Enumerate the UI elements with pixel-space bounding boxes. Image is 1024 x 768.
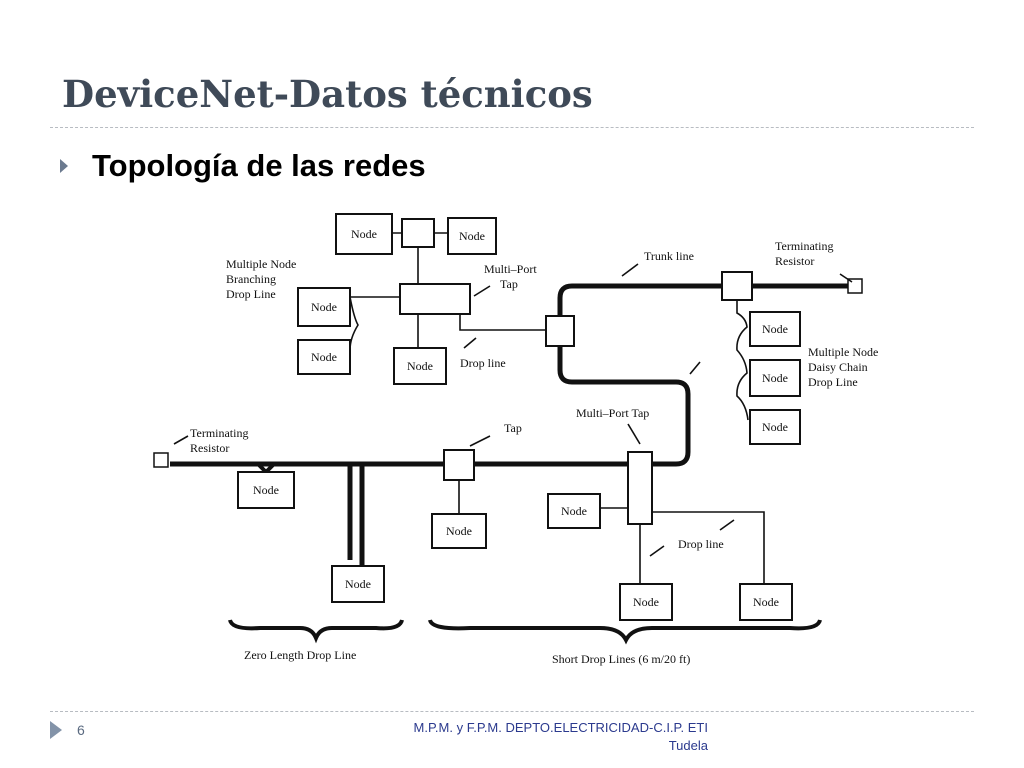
- tap-label: Tap: [504, 421, 522, 435]
- node-label: Node: [762, 322, 788, 336]
- node-label: Node: [311, 300, 337, 314]
- drop-line-top-label: Drop line: [460, 356, 506, 370]
- multiport-tap-top-label-1: Multi–Port: [484, 262, 537, 276]
- bullet-arrow-icon: [60, 159, 68, 173]
- multi-branching-label-1: Multiple Node: [226, 257, 296, 271]
- bullet-topology: Topología de las redes: [92, 148, 426, 183]
- node-label: Node: [762, 420, 788, 434]
- slide-title: DeviceNet-Datos técnicos: [62, 72, 593, 116]
- daisy-chain-label-3: Drop Line: [808, 375, 858, 389]
- node-tap-bottom: [393, 347, 447, 385]
- tap-trunk-center: [443, 449, 475, 481]
- drop-lines-bottom: [458, 480, 765, 584]
- trunk-line: [170, 283, 856, 467]
- title-divider: [50, 127, 974, 128]
- node-label: Node: [633, 595, 659, 609]
- daisy-chain-label-2: Daisy Chain: [808, 360, 868, 374]
- multiport-tap-center-label: Multi–Port Tap: [576, 406, 649, 420]
- footer-divider: [50, 711, 974, 712]
- multiport-tap-top: [399, 283, 471, 315]
- terminating-resistor-right-label-2: Resistor: [775, 254, 814, 268]
- multi-branching-label-2: Branching: [226, 272, 276, 286]
- node-top-left: [335, 213, 393, 255]
- node-trunk-left: [237, 471, 295, 509]
- network-topology-diagram: Node Node Node Node Node Node Node Node …: [153, 213, 878, 666]
- node-branch-2: [297, 339, 351, 375]
- daisy-chain-lines: [736, 300, 749, 421]
- node-label: Node: [762, 371, 788, 385]
- node-top-right: [447, 217, 497, 255]
- node-label: Node: [253, 483, 279, 497]
- footer-arrow-icon: [50, 721, 62, 739]
- daisy-chain-label-1: Multiple Node: [808, 345, 878, 359]
- node-label: Node: [446, 524, 472, 538]
- node-drop-2: [739, 583, 793, 621]
- node-label: Node: [459, 229, 485, 243]
- node-tap-center: [431, 513, 487, 549]
- node-daisy-1: [749, 311, 801, 347]
- multiport-tap-center: [627, 451, 653, 525]
- terminating-resistor-left: [153, 452, 169, 468]
- tap-small-top: [401, 218, 435, 248]
- node-drop-1: [619, 583, 673, 621]
- node-label: Node: [345, 577, 371, 591]
- page-number: 6: [77, 722, 85, 738]
- terminating-resistor-left-label-2: Resistor: [190, 441, 229, 455]
- footer-credit: M.P.M. y F.P.M. DEPTO.ELECTRICIDAD-C.I.P…: [414, 719, 709, 755]
- leader-ticks: [173, 263, 853, 557]
- node-label: Node: [351, 227, 377, 241]
- node-branch-1: [297, 287, 351, 327]
- footer-line-1: M.P.M. y F.P.M. DEPTO.ELECTRICIDAD-C.I.P…: [413, 720, 709, 735]
- drop-line-bottom-label: Drop line: [678, 537, 724, 551]
- node-daisy-3: [749, 409, 801, 445]
- short-drop-brace: [428, 619, 822, 645]
- tap-trunk-top: [545, 315, 575, 347]
- drop-lines-top: [350, 232, 546, 348]
- terminating-resistor-left-label-1: Terminating: [190, 426, 248, 440]
- zero-length-drop: [347, 464, 365, 566]
- short-drop-lines-label: Short Drop Lines (6 m/20 ft): [552, 652, 690, 666]
- zero-length-drop-line-label: Zero Length Drop Line: [244, 648, 356, 662]
- node-multiport-left: [547, 493, 601, 529]
- node-label: Node: [311, 350, 337, 364]
- node-daisy-2: [749, 359, 801, 397]
- trunk-line-label: Trunk line: [644, 249, 694, 263]
- multiport-tap-top-label-2: Tap: [500, 277, 518, 291]
- zero-length-brace: [228, 619, 404, 644]
- node-label: Node: [407, 359, 433, 373]
- node-zero-length: [331, 565, 385, 603]
- node-label: Node: [561, 504, 587, 518]
- node-boxes: [237, 213, 801, 621]
- terminating-resistor-right-label-1: Terminating: [775, 239, 833, 253]
- branching-lines: [349, 296, 359, 351]
- multi-branching-label-3: Drop Line: [226, 287, 276, 301]
- node-labels: Node Node Node Node Node Node Node Node …: [253, 227, 788, 609]
- footer-line-2: Tudela: [668, 738, 708, 753]
- node-label: Node: [753, 595, 779, 609]
- tap-trunk-right: [721, 271, 753, 301]
